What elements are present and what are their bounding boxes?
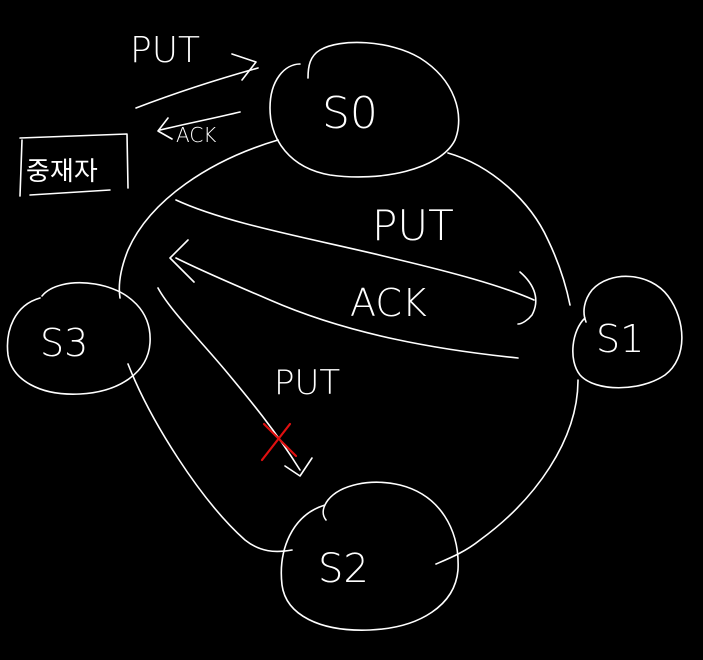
- ack-s1-to-s3-arrowhead-icon: [169, 239, 195, 283]
- edge-s1-s2: [435, 379, 579, 565]
- put-s3-to-s2-arrowhead-icon: [284, 457, 313, 477]
- node-s3-label: S3: [40, 321, 88, 365]
- ack-s1-to-s3-arrow: ACK: [169, 239, 519, 359]
- client-box-frame: [19, 133, 129, 197]
- edge-s3-s2: [127, 363, 293, 553]
- edge-s0-s1: [447, 152, 571, 306]
- client-put-arrowhead-icon: [231, 53, 257, 81]
- node-s1-label: S1: [596, 317, 644, 361]
- node-s1-circle: [572, 275, 683, 389]
- client-put-label: PUT: [130, 30, 200, 71]
- node-s0-label: S0: [322, 88, 378, 139]
- client-box-label: 중재자: [26, 157, 98, 187]
- node-s3-circle: [6, 281, 151, 395]
- client-box: 중재자: [19, 133, 129, 197]
- put-s3-to-s1-label: PUT: [372, 201, 454, 250]
- node-s3: S3: [6, 281, 151, 395]
- put-s3-to-s2-label: PUT: [274, 363, 340, 403]
- red-x-icon: [260, 422, 298, 462]
- client-put-arrow: PUT: [130, 30, 259, 109]
- put-s3-to-s2-arrow: PUT: [157, 287, 340, 477]
- client-ack-arrow: ACK: [157, 111, 241, 147]
- node-s0: S0: [269, 41, 460, 178]
- node-s2: S2: [280, 481, 459, 631]
- node-s0-circle: [269, 41, 460, 178]
- put-s3-to-s1-arrowhead-icon: [517, 271, 537, 325]
- client-put-line: [135, 67, 259, 109]
- put-s3-to-s1-arrow: PUT: [175, 199, 537, 325]
- client-ack-line: [159, 111, 241, 131]
- put-s3-to-s1-line: [175, 199, 535, 301]
- node-s1: S1: [572, 275, 683, 389]
- ack-s1-to-s3-label: ACK: [350, 281, 427, 325]
- ack-s1-to-s3-line: [175, 257, 519, 359]
- client-ack-arrowhead-icon: [157, 117, 173, 140]
- node-s2-label: S2: [318, 546, 369, 592]
- edge-s0-s3: [118, 139, 279, 299]
- client-ack-label: ACK: [176, 123, 216, 147]
- node-s2-circle: [280, 481, 459, 631]
